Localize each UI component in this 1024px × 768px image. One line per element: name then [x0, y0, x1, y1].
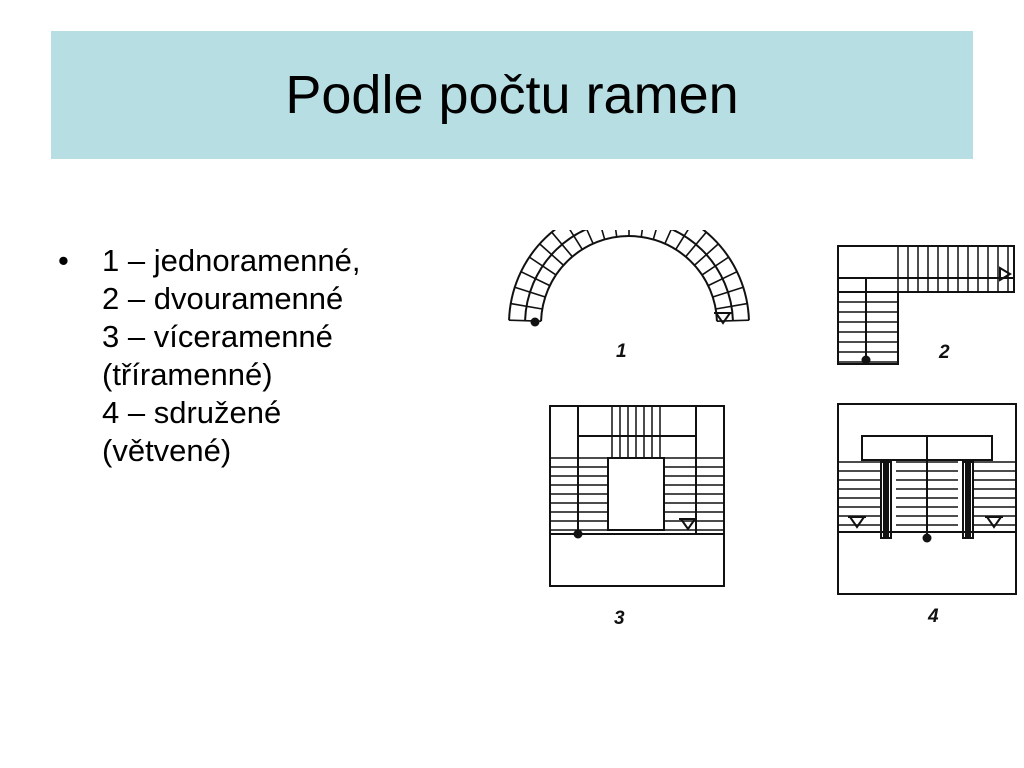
bullet-line-5: 4 – sdružené [102, 395, 282, 430]
bullet-list: • 1 – jednoramenné, 2 – dvouramenné 3 – … [58, 242, 478, 470]
title-bar: Podle počtu ramen [51, 31, 973, 159]
step-line [664, 230, 672, 244]
step-line [701, 256, 730, 276]
step-line [520, 270, 551, 287]
step-line [586, 230, 594, 244]
lower-flight-outline [837, 291, 899, 365]
step-line [539, 243, 565, 266]
outer-arc [508, 230, 750, 321]
slide-title: Podle počtu ramen [285, 65, 739, 125]
bullet-line-4: (tříramenné) [102, 357, 273, 392]
step-line [712, 286, 744, 298]
stairwell-outline [837, 403, 1017, 595]
start-dot-icon [861, 355, 871, 365]
bullet-line-3: 3 – víceramenné [102, 319, 333, 354]
step-line [652, 230, 657, 240]
step-line [514, 286, 546, 298]
figure-label-2: 2 [938, 342, 950, 363]
step-line [707, 270, 738, 287]
figure-label-4: 4 [927, 606, 939, 627]
step-line [528, 256, 557, 276]
start-dot-icon [922, 533, 932, 543]
step-line [551, 231, 573, 258]
staircase-3-three-flight [549, 405, 725, 587]
step-line [715, 302, 748, 310]
bullet-symbol: • [58, 243, 69, 278]
staircase-1-curved [508, 230, 750, 327]
staircase-4-branched [837, 403, 1017, 595]
bullet-item: • 1 – jednoramenné, 2 – dvouramenné 3 – … [58, 242, 478, 470]
step-line [510, 302, 543, 310]
figure-label-3: 3 [614, 608, 625, 629]
upper-flight-outline [837, 245, 1015, 293]
step-line [614, 230, 618, 237]
figure-label-1: 1 [616, 341, 627, 362]
walking-line-arc [524, 230, 734, 321]
arrow-icon [999, 266, 1012, 282]
staircase-figure: 1 2 3 4 [500, 230, 1020, 640]
staircase-2-two-flight [837, 245, 1015, 365]
step-line [685, 231, 707, 258]
start-dot-icon [530, 317, 540, 327]
step-line [601, 230, 606, 240]
bullet-line-6: (větvené) [102, 433, 232, 468]
stair-eye-outline [607, 457, 665, 531]
step-line [675, 230, 689, 250]
inner-arc [540, 235, 718, 322]
step-line [569, 230, 583, 250]
stairwell-outline [549, 405, 725, 587]
bullet-line-1: 1 – jednoramenné, [102, 243, 361, 278]
bullet-line-2: 2 – dvouramenné [102, 281, 344, 316]
step-line [640, 230, 644, 237]
step-line [693, 243, 719, 266]
start-dot-icon [573, 529, 583, 539]
staircase-diagrams-svg: 1 2 3 4 [508, 230, 1017, 629]
